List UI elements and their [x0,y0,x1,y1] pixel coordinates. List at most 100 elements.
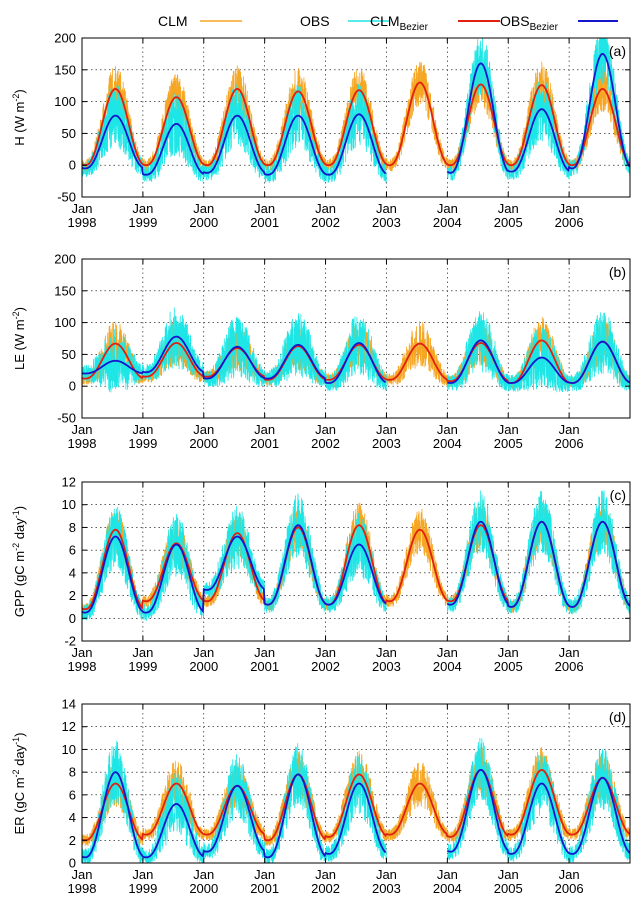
y-tick-label: 6 [69,787,76,802]
x-tick-label-year: 2005 [494,436,523,451]
x-tick-label-month: Jan [132,645,153,660]
x-tick-label-month: Jan [498,645,519,660]
y-axis-label: H (W m-2) [11,89,27,145]
x-tick-label-year: 2003 [372,436,401,451]
x-tick-label-month: Jan [193,645,214,660]
x-tick-label-month: Jan [72,867,93,882]
y-tick-label: 200 [54,252,76,267]
plot-area [82,38,630,183]
x-tick-label-year: 2001 [250,436,279,451]
panel-label: (c) [610,487,626,503]
y-tick-label: 2 [69,833,76,848]
x-tick-label-year: 2002 [311,881,340,896]
y-tick-label: 150 [54,62,76,77]
x-tick-label-year: 2006 [555,659,584,674]
legend: CLM OBS CLMBezier OBSBezier [158,13,618,33]
x-tick-label-month: Jan [132,422,153,437]
x-tick-label-month: Jan [559,645,580,660]
y-tick-label: 12 [62,475,76,490]
x-tick-label-year: 2006 [555,881,584,896]
x-tick-label-month: Jan [437,645,458,660]
y-tick-label: 6 [69,543,76,558]
y-tick-label: 8 [69,520,76,535]
plot-frame [81,481,631,642]
x-tick-label-month: Jan [559,422,580,437]
x-tick-label-year: 2006 [555,215,584,230]
x-tick-label-year: 2002 [311,215,340,230]
plot-area [82,737,630,863]
x-tick-label-year: 2001 [250,881,279,896]
legend-clm-bezier-label: CLMBezier [370,13,429,33]
x-tick-label-year: 2001 [250,215,279,230]
x-tick-label-year: 2004 [433,215,462,230]
plot-frame [81,703,631,864]
x-tick-label-month: Jan [315,201,336,216]
x-tick-label-month: Jan [437,867,458,882]
y-tick-label: 150 [54,283,76,298]
x-tick-label-year: 2004 [433,881,462,896]
x-tick-label-year: 2005 [494,659,523,674]
y-tick-label: 0 [69,856,76,871]
panel-er: 02468101214Jan1998Jan1999Jan2000Jan2001J… [11,697,631,896]
x-tick-label-month: Jan [254,201,275,216]
x-tick-label-year: 2004 [433,436,462,451]
series-obs-bezier [82,52,630,176]
y-tick-label: 4 [69,565,76,580]
y-tick-label: 50 [62,126,76,141]
y-tick-label: 10 [62,742,76,757]
x-tick-label-year: 1998 [68,215,97,230]
y-axis-label: LE (W m-2) [11,307,27,370]
x-tick-label-month: Jan [72,645,93,660]
x-tick-label-year: 2002 [311,659,340,674]
x-tick-label-year: 2004 [433,659,462,674]
panel-label: (d) [609,709,626,725]
x-tick-label-month: Jan [72,201,93,216]
series-obs [82,490,630,621]
plot-area [82,307,630,393]
x-tick-label-year: 2001 [250,659,279,674]
series-clm-bezier [82,768,630,842]
x-tick-label-month: Jan [315,867,336,882]
x-tick-label-year: 2003 [372,215,401,230]
x-tick-label-year: 1999 [128,659,157,674]
x-tick-label-year: 2003 [372,659,401,674]
x-tick-label-year: 2000 [189,436,218,451]
x-tick-label-year: 1998 [68,881,97,896]
series-obs-bezier [82,335,630,384]
series-obs-bezier [82,768,630,859]
y-tick-label: -2 [64,634,76,649]
x-tick-label-month: Jan [559,867,580,882]
x-tick-label-month: Jan [437,422,458,437]
y-tick-label: 50 [62,347,76,362]
x-tick-label-year: 1999 [128,436,157,451]
series-obs-bezier [82,520,630,614]
x-tick-label-year: 1998 [68,436,97,451]
x-tick-label-year: 2000 [189,881,218,896]
panel-label: (a) [609,43,626,59]
y-tick-label: -50 [57,411,76,426]
x-tick-label-year: 1999 [128,215,157,230]
x-tick-label-month: Jan [376,867,397,882]
x-tick-label-year: 2000 [189,215,218,230]
legend-clm-label: CLM [158,13,188,29]
x-tick-label-month: Jan [315,645,336,660]
x-tick-label-month: Jan [498,201,519,216]
plot-frame [81,258,631,419]
plot-frame [81,37,631,198]
y-tick-label: 200 [54,31,76,46]
x-tick-label-year: 1998 [68,659,97,674]
x-tick-label-year: 2000 [189,659,218,674]
x-tick-label-month: Jan [254,422,275,437]
y-tick-label: 0 [69,611,76,626]
x-tick-label-month: Jan [437,201,458,216]
x-tick-label-month: Jan [254,645,275,660]
x-tick-label-month: Jan [193,201,214,216]
plot-area [82,490,630,621]
panel-h: -50050100150200Jan1998Jan1999Jan2000Jan2… [11,31,631,230]
x-tick-label-month: Jan [498,867,519,882]
y-tick-label: 0 [69,379,76,394]
y-axis-label: ER (gC m-2 day-1) [11,732,27,834]
x-tick-label-month: Jan [559,201,580,216]
x-tick-label-year: 2005 [494,881,523,896]
